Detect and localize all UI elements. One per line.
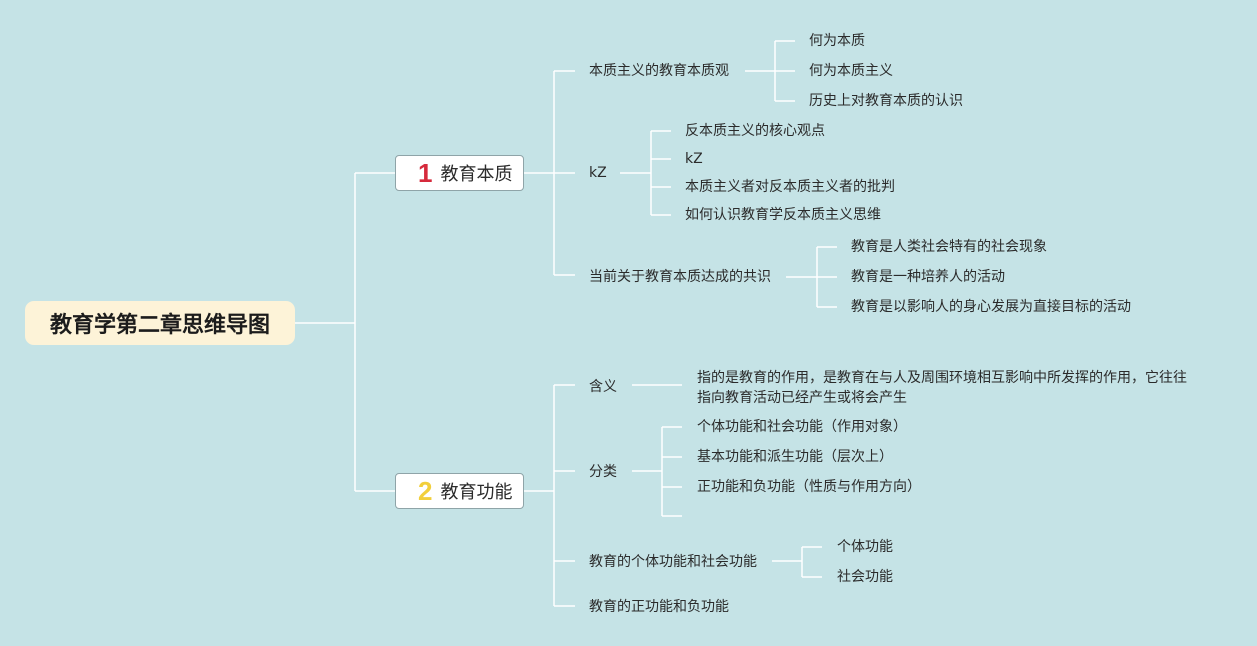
branch-label: 教育本质 (440, 164, 513, 185)
topic-individual-social[interactable]: 教育的个体功能和社会功能 (589, 554, 757, 570)
topic-classification[interactable]: 分类 (589, 464, 617, 480)
mindmap-root[interactable]: 教育学第二章思维导图 (25, 301, 295, 345)
leaf-what-is-essentialism[interactable]: 何为本质主义 (809, 63, 893, 79)
leaf-cultivating-activity[interactable]: 教育是一种培养人的活动 (851, 269, 1005, 285)
topic-consensus[interactable]: 当前关于教育本质达成的共识 (589, 269, 771, 285)
leaf-how-to-understand[interactable]: 如何认识教育学反本质主义思维 (685, 207, 881, 223)
number-one-icon: 1 (418, 158, 433, 188)
topic-kz[interactable]: kZ (589, 165, 607, 181)
branch-education-essence[interactable]: 1 教育本质 (395, 155, 524, 191)
topic-meaning[interactable]: 含义 (589, 379, 617, 395)
leaf-social-function[interactable]: 社会功能 (837, 569, 893, 585)
leaf-kz[interactable]: kZ (685, 151, 703, 167)
leaf-anti-essentialism-core[interactable]: 反本质主义的核心观点 (685, 123, 825, 139)
leaf-essentialist-critique[interactable]: 本质主义者对反本质主义者的批判 (685, 179, 895, 195)
leaf-individual-function[interactable]: 个体功能 (837, 539, 893, 555)
leaf-individual-social-functions[interactable]: 个体功能和社会功能（作用对象） (697, 419, 907, 435)
leaf-what-is-essence[interactable]: 何为本质 (809, 33, 865, 49)
leaf-positive-negative-functions[interactable]: 正功能和负功能（性质与作用方向） (697, 479, 921, 495)
leaf-meaning-definition[interactable]: 指的是教育的作用，是教育在与人及周围环境相互影响中所发挥的作用，它往往指向教育活… (697, 370, 1187, 406)
topic-essentialism[interactable]: 本质主义的教育本质观 (589, 63, 729, 79)
leaf-development-activity[interactable]: 教育是以影响人的身心发展为直接目标的活动 (851, 299, 1131, 315)
branch-label: 教育功能 (440, 482, 513, 503)
leaf-historical-understanding[interactable]: 历史上对教育本质的认识 (809, 93, 963, 109)
topic-positive-negative[interactable]: 教育的正功能和负功能 (589, 599, 729, 615)
number-two-icon: 2 (418, 476, 433, 506)
leaf-basic-derived-functions[interactable]: 基本功能和派生功能（层次上） (697, 449, 893, 465)
branch-education-function[interactable]: 2 教育功能 (395, 473, 524, 509)
leaf-social-phenomenon[interactable]: 教育是人类社会特有的社会现象 (851, 239, 1047, 255)
